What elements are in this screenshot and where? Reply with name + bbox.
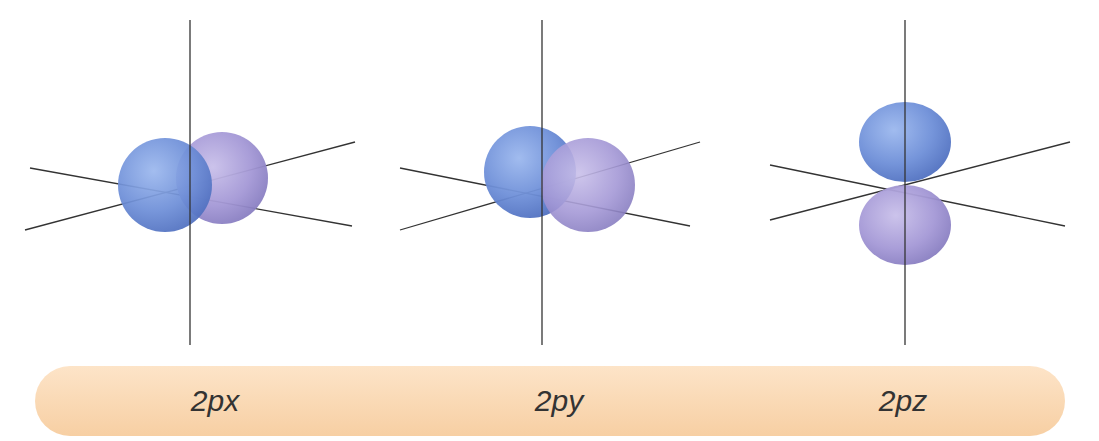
orbital-label: 2px [191,386,239,416]
label-band: 2px 2py 2pz [35,366,1065,436]
orbital-label: 2py [535,386,583,416]
pz-orbital [770,20,1070,345]
px-orbital [25,20,355,345]
orbital-label: 2pz [879,386,927,416]
py-orbital [400,20,700,345]
